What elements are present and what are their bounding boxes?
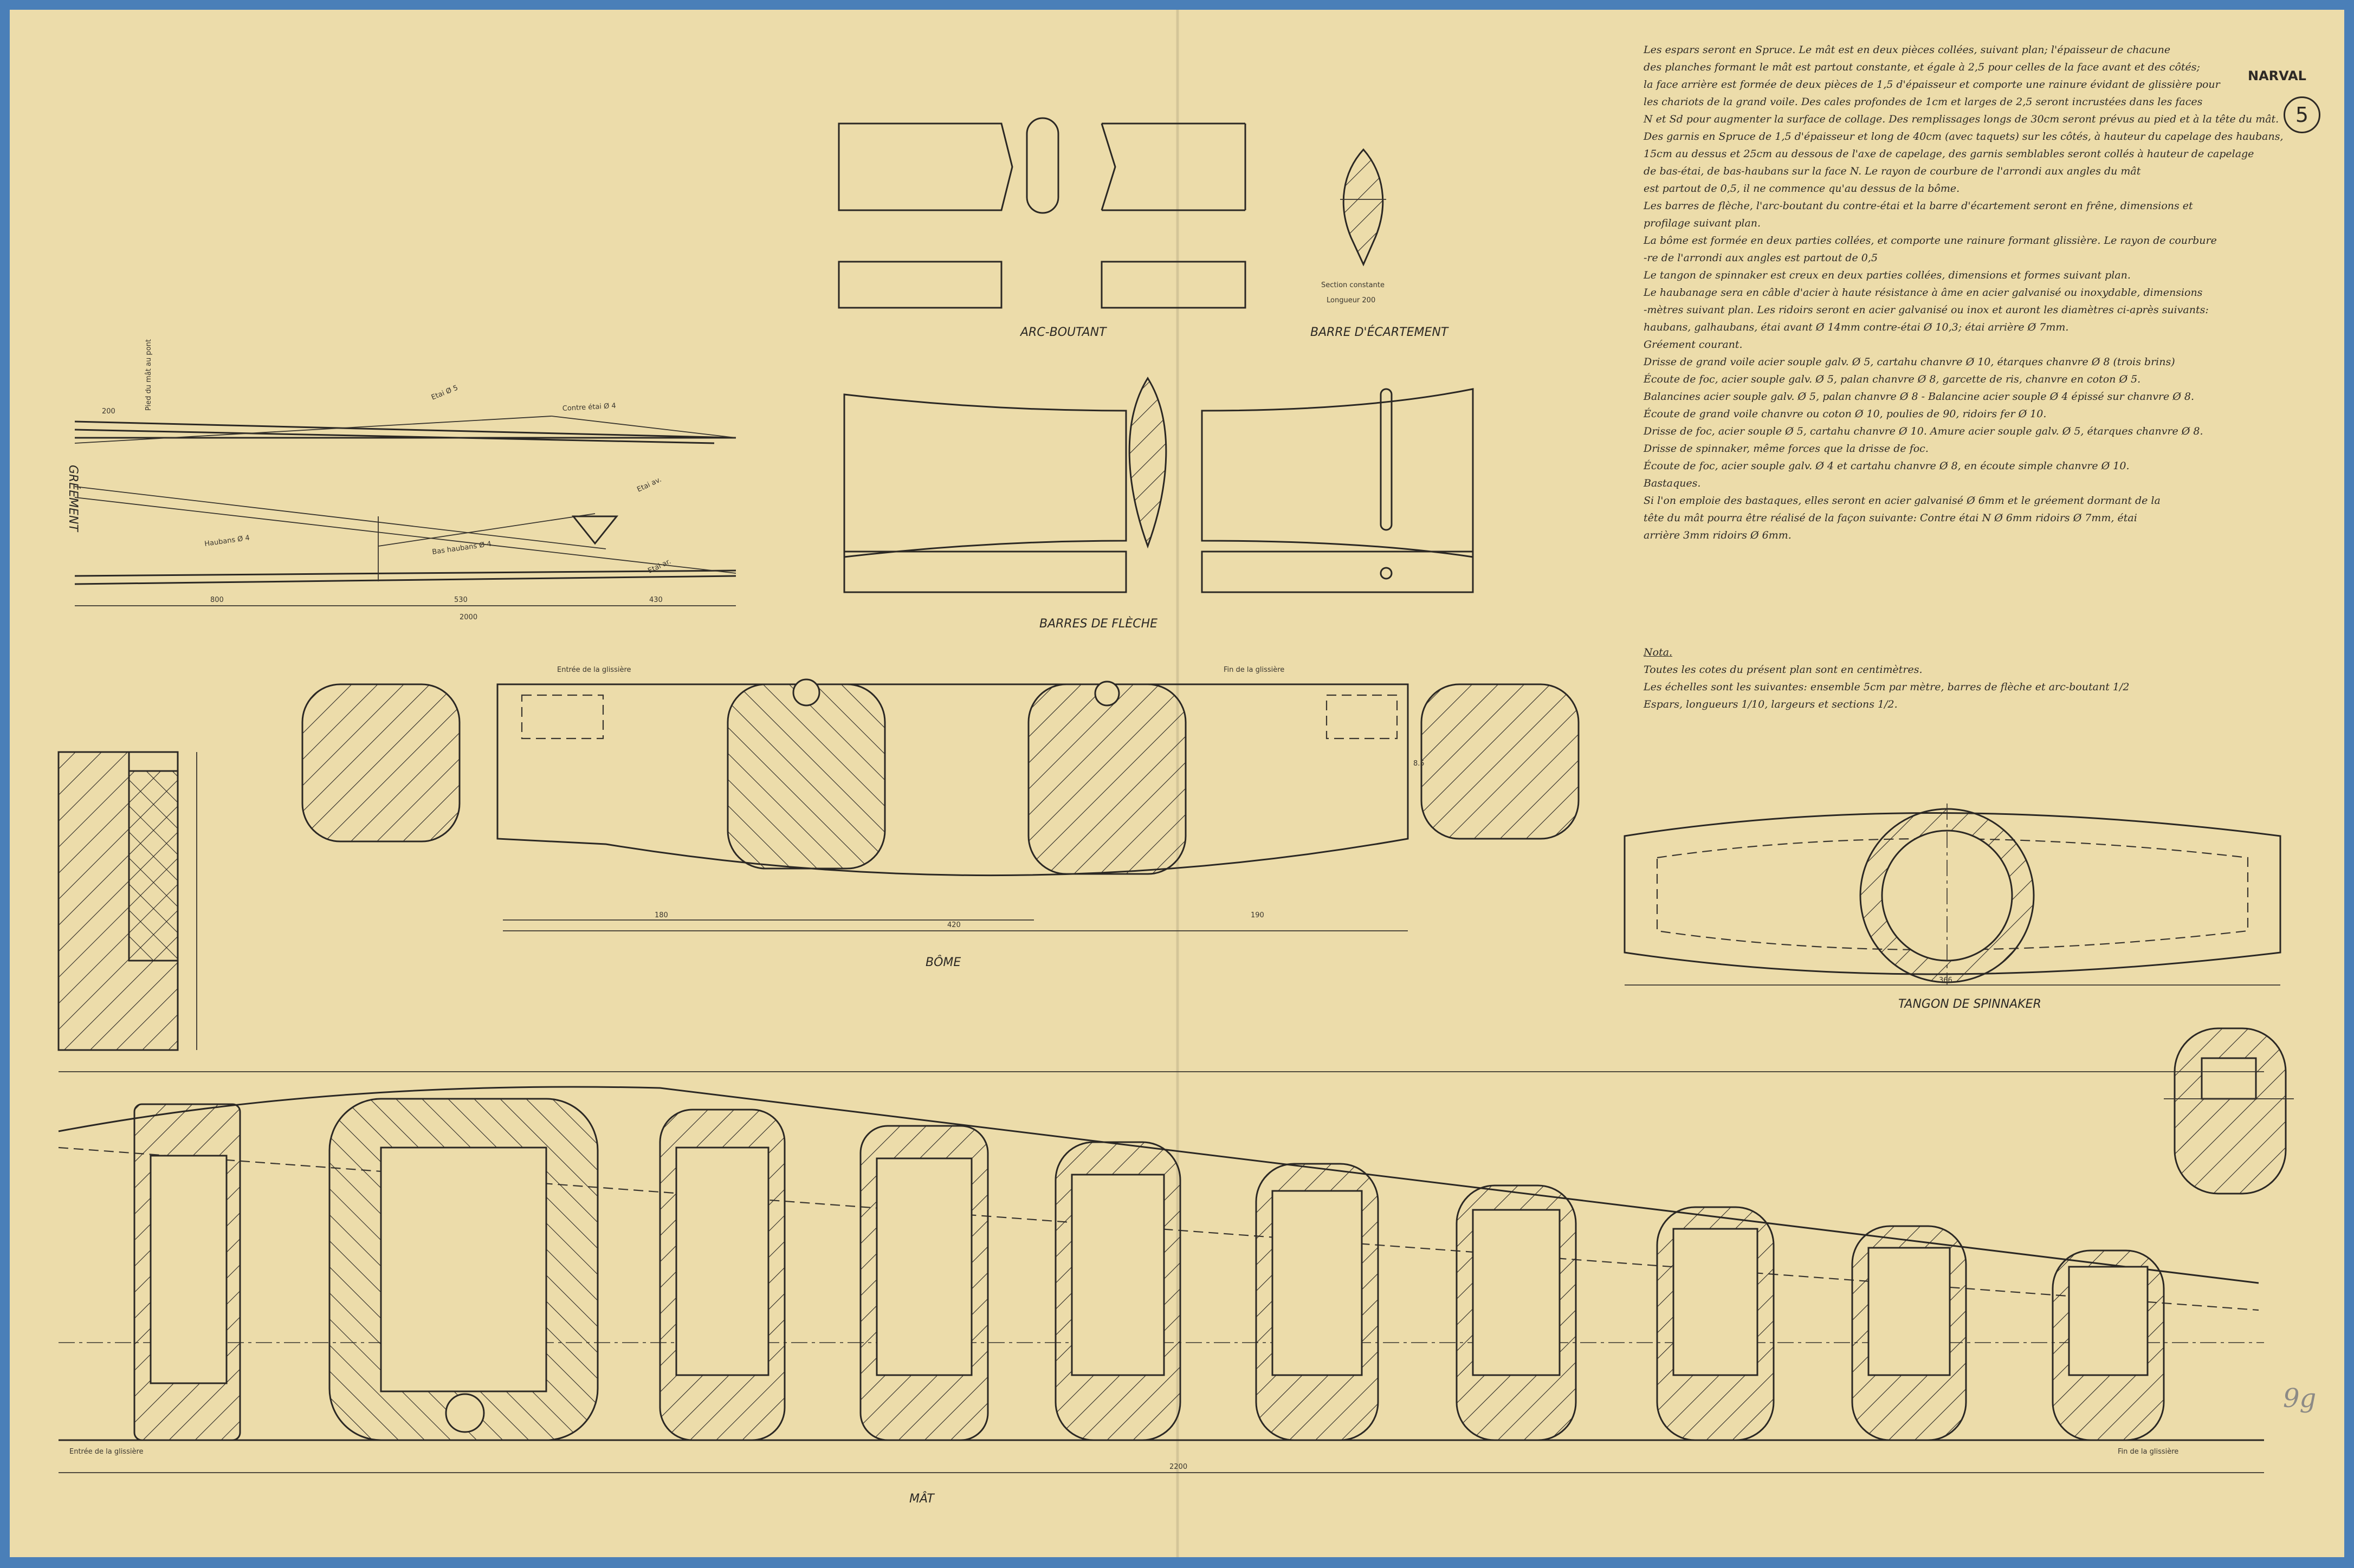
tangon-title: TANGON DE SPINNAKER xyxy=(1898,997,2041,1011)
barre-ecartement-title: BARRE D'ÉCARTEMENT xyxy=(1310,325,1449,339)
bome-dim-total: 420 xyxy=(947,921,961,929)
contre-etai-label: Contre étai Ø 4 xyxy=(562,402,616,413)
note-line: Balancines acier souple galv. Ø 5, palan… xyxy=(1644,391,2195,403)
greement-view: 800 530 430 2000 200 Etai Ø 5 Haubans Ø … xyxy=(66,339,736,621)
note-line: Écoute de foc, acier souple galv. Ø 4 et… xyxy=(1644,460,2130,472)
tangon-view: 366 TANGON DE SPINNAKER xyxy=(1624,804,2281,1011)
bome-dim-h: 8.5 xyxy=(1413,760,1425,768)
mast-detail-section xyxy=(57,751,197,1051)
brand-logo: NARVAL xyxy=(2248,68,2306,83)
mat-title: MÂT xyxy=(909,1492,935,1506)
bome-title: BÔME xyxy=(926,955,961,969)
arc-boutant-title: ARC-BOUTANT xyxy=(1019,326,1107,339)
note-line: la face arrière est formée de deux pièce… xyxy=(1644,79,2220,90)
note-line: Drisse de foc, acier souple Ø 5, cartahu… xyxy=(1644,425,2203,437)
sheet-number-badge: 5 xyxy=(2284,96,2320,133)
note-line: Les barres de flèche, l'arc-boutant du c… xyxy=(1644,200,2193,212)
barre-ecartement-view: Section constante Longueur 200 BARRE D'É… xyxy=(1310,148,1449,339)
greement-dim-b: 530 xyxy=(454,596,468,604)
mat-entree-glissiere: Entrée de la glissière xyxy=(69,1448,144,1456)
bome-dim-a: 180 xyxy=(655,911,668,919)
note-line: -re de l'arrondi aux angles est partout … xyxy=(1644,252,1878,264)
note-line: La bôme est formée en deux parties collé… xyxy=(1644,235,2217,247)
greement-dim-total: 2000 xyxy=(460,613,477,621)
note-line: haubans, galhaubans, étai avant Ø 14mm c… xyxy=(1644,321,2069,333)
note-line: les chariots de la grand voile. Des cale… xyxy=(1644,96,2203,108)
note-line: Écoute de grand voile chanvre ou coton Ø… xyxy=(1644,408,2047,420)
greement-dim-top: 200 xyxy=(102,407,115,416)
pencil-mark: 9g xyxy=(2283,1383,2317,1414)
section-constante-label: Section constante xyxy=(1321,281,1385,289)
bome-view: 420 180 190 8.5 Entrée de la glissière F… xyxy=(301,666,1580,969)
note-line: profilage suivant plan. xyxy=(1644,217,1761,229)
note-line: Des garnis en Spruce de 1,5 d'épaisseur … xyxy=(1644,131,2284,142)
nota-line: Toutes les cotes du présent plan sont en… xyxy=(1644,664,1923,676)
note-line: Le haubanage sera en câble d'acier à hau… xyxy=(1644,287,2203,299)
note-line: Drisse de grand voile acier souple galv.… xyxy=(1644,356,2175,368)
longueur-label: Longueur 200 xyxy=(1327,296,1375,304)
etai-ar-label: Etai ar. xyxy=(646,558,672,575)
mat-dim-total: 2200 xyxy=(1169,1463,1187,1471)
note-line: des planches formant le mât est partout … xyxy=(1644,61,2200,73)
note-line: Drisse de spinnaker, même forces que la … xyxy=(1644,443,1929,455)
arc-boutant-view: ARC-BOUTANT xyxy=(838,117,1246,339)
note-line: tête du mât pourra être réalisé de la fa… xyxy=(1644,512,2137,524)
note-line: arrière 3mm ridoirs Ø 6mm. xyxy=(1644,529,1792,541)
bas-haubans-label: Bas haubans Ø 4 xyxy=(431,540,492,556)
note-line: Les espars seront en Spruce. Le mât est … xyxy=(1644,44,2171,56)
mast-head-detail xyxy=(2164,1027,2294,1195)
haubans-label: Haubans Ø 4 xyxy=(204,534,250,548)
specification-notes: Les espars seront en Spruce. Le mât est … xyxy=(1644,41,2321,544)
barres-de-fleche-view: BARRES DE FLÈCHE xyxy=(843,377,1474,631)
bome-dim-b: 190 xyxy=(1251,911,1264,919)
note-line: 15cm au dessus et 25cm au dessous de l'a… xyxy=(1644,148,2254,160)
greement-dim-a: 800 xyxy=(210,596,224,604)
bome-fin-glissiere: Fin de la glissière xyxy=(1224,666,1284,674)
mat-fin-glissiere: Fin de la glissière xyxy=(2118,1448,2178,1456)
etai-label: Etai Ø 5 xyxy=(430,384,460,401)
mat-view: 2200 Entrée de la glissière Fin de la gl… xyxy=(58,1071,2264,1506)
note-line: de bas-étai, de bas-haubans sur la face … xyxy=(1644,165,2141,177)
note-line: Le tangon de spinnaker est creux en deux… xyxy=(1644,269,2131,281)
note-line: Écoute de foc, acier souple galv. Ø 5, p… xyxy=(1644,373,2141,385)
barres-de-fleche-title: BARRES DE FLÈCHE xyxy=(1039,617,1157,631)
tangon-dim-total: 366 xyxy=(1939,976,1952,984)
pied-mat-label: Pied du mât au pont xyxy=(145,339,153,411)
nota-line: Les échelles sont les suivantes: ensembl… xyxy=(1644,681,2130,693)
blueprint-sheet: ARC-BOUTANT Section constante Longueur 2… xyxy=(10,10,2344,1557)
note-line: Si l'on emploie des bastaques, elles ser… xyxy=(1644,495,2161,507)
note-line: Gréement courant. xyxy=(1644,339,1743,351)
greement-title: GRÉEMENT xyxy=(66,465,80,532)
etai-av-label: Etai av. xyxy=(636,476,663,494)
mast-sections xyxy=(133,1098,2165,1441)
nota-heading: Nota. xyxy=(1644,646,1673,658)
bome-entree-glissiere: Entrée de la glissière xyxy=(557,666,631,674)
note-line: Bastaques. xyxy=(1644,477,1701,489)
note-line: -mètres suivant plan. Les ridoirs seront… xyxy=(1644,304,2209,316)
technical-drawing: ARC-BOUTANT Section constante Longueur 2… xyxy=(57,117,2294,1506)
note-line: est partout de 0,5, il ne commence qu'au… xyxy=(1644,183,1960,195)
nota-block: Nota. Toutes les cotes du présent plan s… xyxy=(1644,644,2321,713)
greement-dim-c: 430 xyxy=(649,596,663,604)
note-line: N et Sd pour augmenter la surface de col… xyxy=(1644,113,2279,125)
nota-line: Espars, longueurs 1/10, largeurs et sect… xyxy=(1644,698,1898,710)
